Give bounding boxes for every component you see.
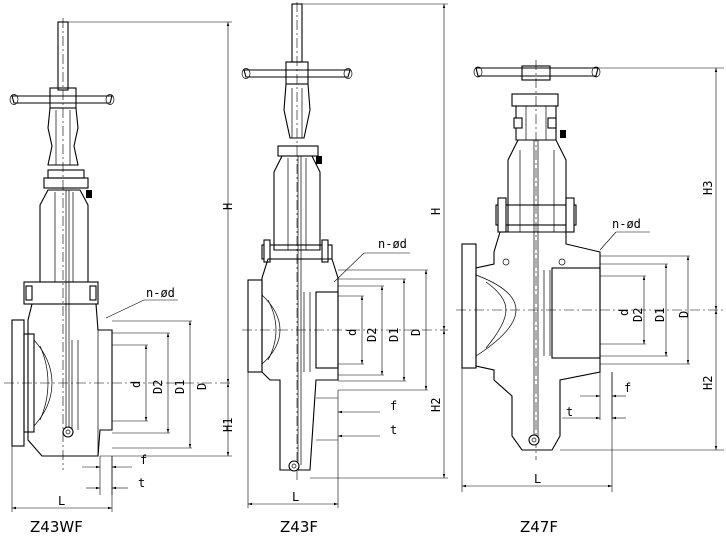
dimension-labels: n-ød d D2 D1 D H H1 f t L [58,203,235,508]
valve-body [247,258,339,472]
dimension-lines [242,3,448,508]
big-d-label: D [195,383,209,390]
l-label: L [534,472,541,486]
notation-label: n-ød [146,286,175,300]
valve-body [11,303,113,457]
t-label: t [390,423,397,437]
d2-label: D2 [631,308,645,322]
caption-z43f: Z43F [280,518,318,536]
yoke [511,93,566,141]
d1-label: D1 [387,328,401,342]
h2-label: H2 [429,398,443,412]
t-label: t [566,405,573,419]
bonnet [23,189,99,430]
l-label: L [58,494,65,508]
t-label: t [138,476,145,490]
notation-label: n-ød [378,237,407,251]
d-label: d [617,309,631,316]
f-label: f [390,399,397,413]
l-label: L [292,490,299,504]
d1-label: D1 [173,380,187,394]
big-d-label: D [677,311,691,318]
valve-body [461,231,601,451]
handwheel [9,87,115,109]
dimension-lines [4,21,232,512]
caption-z47f: Z47F [520,518,558,536]
h3-label: H3 [701,181,715,195]
bonnet [261,155,333,465]
bonnet [495,139,577,440]
valve-z47f: n-ød d D2 D1 D H3 H2 f t L Z47F [456,60,724,536]
f-label: f [624,381,631,395]
handwheel [241,61,353,85]
dimension-lines [456,67,724,492]
d2-label: D2 [151,380,165,394]
big-d-label: D [409,329,423,336]
dimension-labels: n-ød d D2 D1 D H H2 f t L [292,208,443,504]
h-label: H [429,208,443,215]
stem [291,2,303,480]
valve-z43wf: n-ød d D2 D1 D H H1 f t L Z43WF [4,18,235,536]
yoke [43,107,92,198]
dimension-labels: n-ød d D2 D1 D H3 H2 f t L [534,181,715,486]
h-label: H [221,203,235,210]
d1-label: D1 [653,308,667,322]
d2-label: D2 [365,328,379,342]
yoke [277,83,322,164]
caption-z43wf: Z43WF [30,518,83,536]
d-label: d [345,329,359,336]
handwheel [473,60,601,460]
valve-z43f: n-ød d D2 D1 D H H2 f t L Z43F [241,2,448,536]
f-label: f [140,453,147,467]
notation-label: n-ød [612,217,641,231]
h2-label: H2 [701,376,715,390]
d-label: d [129,381,143,388]
stem [57,18,69,470]
h1-label: H1 [221,418,235,432]
